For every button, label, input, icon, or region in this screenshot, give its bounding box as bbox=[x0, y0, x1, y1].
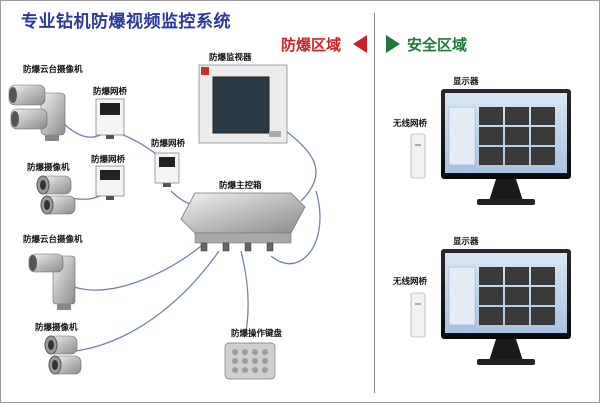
bridge-3 bbox=[154, 152, 180, 187]
cable-monitor-mainbox bbox=[285, 130, 317, 202]
cable-mainbox-monitor-2 bbox=[270, 190, 321, 265]
cable-camera2-mainbox bbox=[75, 250, 220, 352]
arrow-right-icon bbox=[386, 35, 400, 53]
display-2 bbox=[441, 249, 571, 365]
ptz-camera-1 bbox=[8, 84, 66, 141]
label-monitor: 防爆监视器 bbox=[209, 53, 252, 63]
label-keyboard: 防爆操作键盘 bbox=[231, 329, 283, 339]
label-ptz-camera-1: 防爆云台摄像机 bbox=[23, 65, 83, 75]
cable-ptz2-mainbox bbox=[70, 245, 202, 291]
label-main-box: 防爆主控箱 bbox=[219, 181, 262, 191]
safe-zone-label: 安全区域 bbox=[407, 36, 468, 54]
camera-2 bbox=[44, 335, 82, 375]
label-bridge-3: 防爆网桥 bbox=[151, 139, 186, 149]
arrow-left-icon bbox=[353, 35, 367, 53]
label-camera-1: 防爆摄像机 bbox=[27, 163, 70, 173]
explosion-proof-monitor bbox=[198, 64, 288, 144]
diagram-title: 专业钻机防爆视频监控系统 bbox=[21, 12, 231, 32]
main-control-box bbox=[180, 192, 306, 252]
bridge-2 bbox=[95, 165, 125, 200]
label-wireless-2: 无线网桥 bbox=[393, 277, 428, 287]
zone-divider bbox=[374, 13, 375, 393]
wireless-bridge-2 bbox=[410, 292, 426, 338]
ptz-camera-2 bbox=[28, 253, 76, 310]
label-camera-2: 防爆摄像机 bbox=[35, 323, 78, 333]
label-bridge-1: 防爆网桥 bbox=[93, 87, 128, 97]
label-bridge-2: 防爆网桥 bbox=[91, 155, 126, 165]
camera-1 bbox=[36, 175, 76, 215]
hazard-zone-label: 防爆区域 bbox=[281, 36, 342, 54]
label-ptz-camera-2: 防爆云台摄像机 bbox=[23, 235, 83, 245]
cable-keyboard-mainbox bbox=[240, 250, 249, 332]
display-1 bbox=[441, 89, 571, 205]
keyboard bbox=[224, 342, 276, 380]
wireless-bridge-1 bbox=[410, 133, 426, 179]
label-display-2: 显示器 bbox=[453, 237, 479, 247]
label-wireless-1: 无线网桥 bbox=[393, 119, 428, 129]
bridge-1 bbox=[95, 98, 125, 139]
label-display-1: 显示器 bbox=[453, 77, 479, 87]
